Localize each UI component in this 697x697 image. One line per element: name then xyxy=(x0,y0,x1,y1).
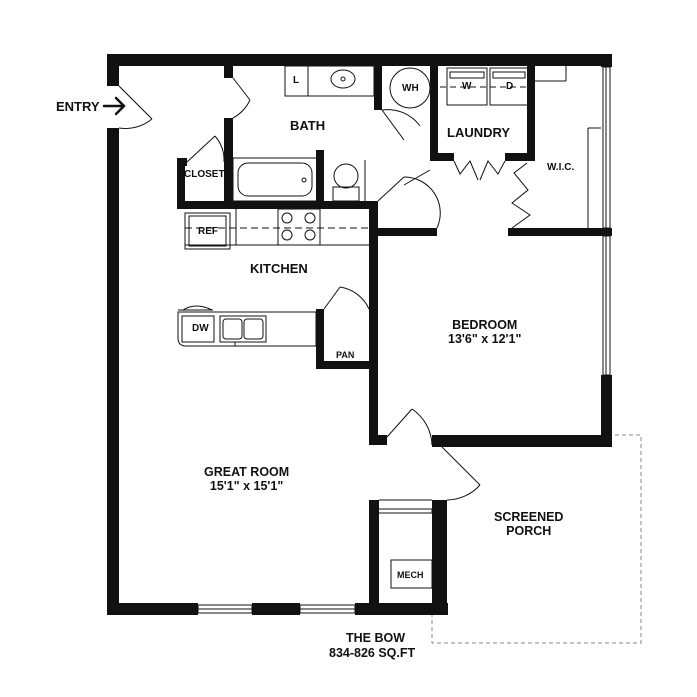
wic-label: W.I.C. xyxy=(547,162,575,173)
dw-label: DW xyxy=(192,323,209,334)
plan-area: 834-826 SQ.FT xyxy=(329,646,416,660)
kitchen-label: KITCHEN xyxy=(250,261,308,276)
mech-label: MECH xyxy=(397,570,424,580)
great-room-name: GREAT ROOM xyxy=(204,465,290,479)
great-room-label: GREAT ROOM 15'1" x 15'1" xyxy=(204,465,289,494)
dishwasher xyxy=(181,315,215,343)
linen-label: L xyxy=(293,75,300,86)
fixtures xyxy=(177,65,601,589)
bath-label: BATH xyxy=(290,118,326,133)
screened-porch-label: SCREENED PORCH xyxy=(494,510,563,539)
laundry-label: LAUNDRY xyxy=(447,125,511,140)
water-heater xyxy=(389,67,431,109)
porch-line1: SCREENED xyxy=(494,510,564,524)
bedroom-label: BEDROOM 13'6" x 12'1" xyxy=(448,318,521,347)
ref-label: REF xyxy=(198,226,218,237)
kitchen-sink xyxy=(219,315,267,343)
dryer-label: D xyxy=(506,81,514,92)
walls xyxy=(107,54,612,615)
plan-name: THE BOW xyxy=(346,631,406,645)
bathtub xyxy=(232,157,318,202)
entry-label: ENTRY xyxy=(56,99,100,114)
refrigerator xyxy=(184,212,231,250)
sink-icon xyxy=(330,69,356,89)
bedroom-dims: 13'6" x 12'1" xyxy=(448,332,522,347)
washer xyxy=(446,67,488,106)
great-room-dims: 15'1" x 15'1" xyxy=(209,479,284,494)
range xyxy=(277,208,321,246)
pantry-label: PAN xyxy=(336,350,355,360)
bedroom-name: BEDROOM xyxy=(452,318,518,332)
wh-label: WH xyxy=(402,83,419,94)
porch-outline xyxy=(431,434,642,644)
doors xyxy=(118,77,531,501)
closet-label: CLOSET xyxy=(184,169,225,180)
mech-unit xyxy=(390,559,433,589)
porch-line2: PORCH xyxy=(506,524,552,539)
washer-label: W xyxy=(462,81,472,92)
vanity xyxy=(307,65,375,97)
kitchen-island xyxy=(177,311,317,347)
entry-arrow-icon xyxy=(102,96,126,116)
windows xyxy=(197,66,611,614)
toilet-icon xyxy=(332,186,360,202)
